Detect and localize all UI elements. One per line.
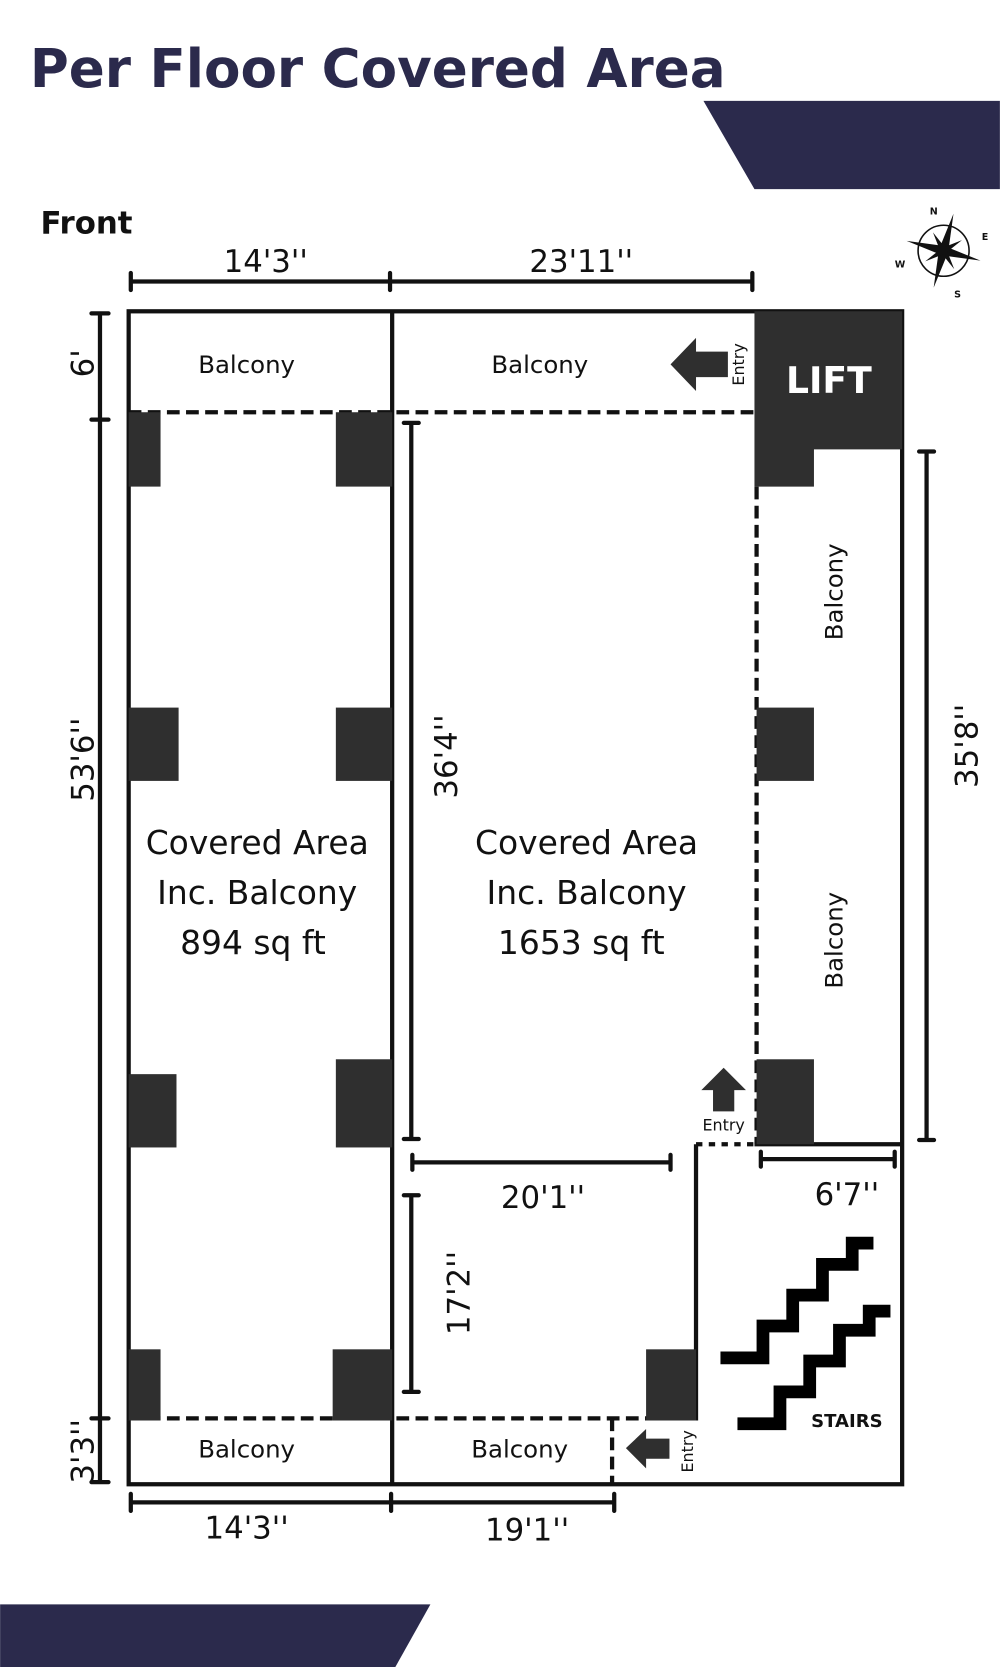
outer-wall <box>126 309 905 1487</box>
dim-left-top: 6' <box>66 349 102 377</box>
dim-inner-vertical: 36'4'' <box>429 714 465 798</box>
svg-text:N: N <box>930 207 938 218</box>
entry-arrow-up-icon <box>701 1067 746 1112</box>
balcony-label: Balcony <box>471 1435 568 1464</box>
front-label: Front <box>40 206 132 242</box>
balcony-label: Balcony <box>820 543 849 640</box>
dim-bottom-right: 19'1'' <box>485 1513 569 1549</box>
dim-right-vertical: 35'8'' <box>950 704 986 788</box>
dim-top-left: 14'3'' <box>224 244 308 280</box>
top-banner <box>703 100 1000 190</box>
svg-text:S: S <box>954 289 961 300</box>
lift-block <box>754 311 903 487</box>
dim-lift-width: 6'7'' <box>815 1177 880 1213</box>
balcony-label: Balcony <box>198 350 295 379</box>
entry-arrow-left-icon <box>625 1429 670 1469</box>
stairs-label: STAIRS <box>811 1411 882 1432</box>
entry-label: Entry <box>678 1430 697 1472</box>
dimension-lines <box>89 270 937 1513</box>
dim-top-right: 23'11'' <box>529 244 633 280</box>
svg-text:E: E <box>982 232 989 243</box>
entry-arrow-left-icon <box>670 337 728 391</box>
svg-text:Inc. Balcony: Inc. Balcony <box>157 873 357 912</box>
left-covered-area: Covered Area Inc. Balcony 894 sq ft <box>146 823 369 962</box>
svg-text:Covered Area: Covered Area <box>146 823 369 862</box>
right-covered-area: Covered Area Inc. Balcony 1653 sq ft <box>475 823 698 962</box>
stairs-icon <box>720 1236 891 1431</box>
compass-rose-icon: N E S W <box>895 207 989 301</box>
lift-label: LIFT <box>786 359 872 402</box>
svg-text:W: W <box>895 260 906 271</box>
balcony-label: Balcony <box>491 350 588 379</box>
dim-inner-horizontal: 20'1'' <box>501 1180 585 1216</box>
pillars <box>128 412 814 1421</box>
page-title: Per Floor Covered Area <box>30 38 726 100</box>
dim-left-bottom: 3'3'' <box>66 1419 102 1484</box>
svg-text:1653 sq ft: 1653 sq ft <box>498 923 665 962</box>
bottom-banner <box>0 1604 431 1667</box>
svg-text:Covered Area: Covered Area <box>475 823 698 862</box>
entry-label: Entry <box>729 343 748 385</box>
svg-text:Inc. Balcony: Inc. Balcony <box>487 873 687 912</box>
dim-lower-vertical: 17'2'' <box>442 1251 478 1335</box>
entry-label: Entry <box>702 1115 744 1134</box>
svg-text:894 sq ft: 894 sq ft <box>180 923 326 962</box>
balcony-label: Balcony <box>198 1435 295 1464</box>
dim-bottom-left: 14'3'' <box>205 1510 289 1546</box>
balcony-label: Balcony <box>820 892 849 989</box>
dim-left-main: 53'6'' <box>66 718 102 802</box>
